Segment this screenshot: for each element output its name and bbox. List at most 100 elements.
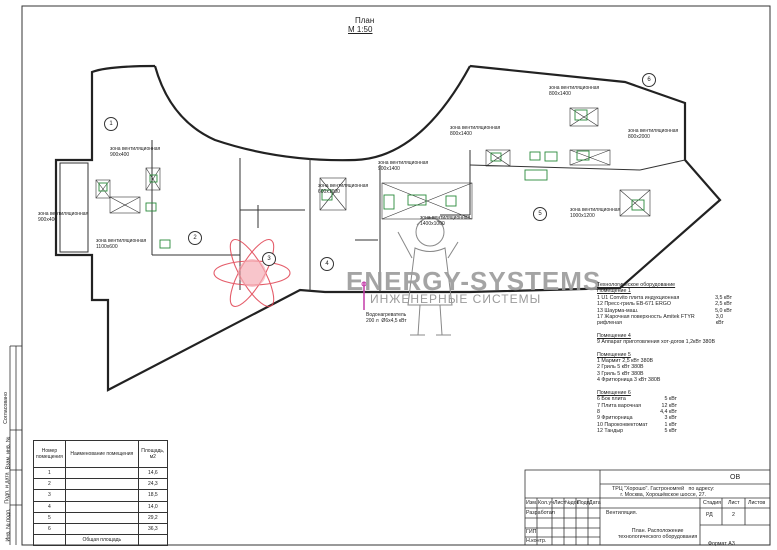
brand-subtitle: ИНЖЕНЕРНЫЕ СИСТЕМЫ (370, 292, 542, 306)
item-value: 5 кВт (664, 396, 677, 403)
stamp-col: Подп. (577, 500, 592, 506)
group-title: Помещение 5 (597, 351, 631, 358)
equipment-item: 1 Мармит 2,5 кВт 380В (597, 358, 654, 365)
stamp-gip: ГИП (526, 529, 537, 535)
equipment-title: Технологическое оборудование (597, 282, 676, 288)
zone-label: зона вентиляционная 600х1000 (318, 183, 369, 196)
item-label: 6 Бок плита (597, 396, 626, 403)
zone-label: зона вентиляционная 900х400 (38, 211, 89, 224)
stamp-sheet-title: План. Расположение технологического обор… (618, 528, 698, 540)
zone-label: зона вентиляционная 1000х1200 (570, 207, 621, 220)
plan-title: План (355, 16, 375, 25)
cell-area: 36,3 (137, 522, 168, 536)
item-label: 10 Пароконвектомат (597, 421, 648, 428)
item-label: 9 Фритюрница (597, 415, 633, 422)
item-value: 4,4 кВт (660, 408, 677, 415)
stamp-stage: РД (706, 512, 713, 518)
zone-label: зона вентиляционная 900х400 (110, 146, 161, 159)
stamp-format: Формат А3 (708, 541, 735, 547)
stamp-col: Лист (554, 500, 566, 506)
zone-label: зона вентиляционная 900х1400 (378, 160, 429, 173)
item-label: 12 Пресс-гриль EB-671 ERGO (597, 301, 672, 308)
cell-area: 14,6 (137, 466, 168, 480)
zone-label: зона вентиляционная 1100х600 (96, 238, 147, 251)
equipment-group: Помещение 6 6 Бок плита 5 кВт 7 Плита вар… (597, 390, 732, 435)
item-label: 13 Шаурма-маш. (597, 307, 639, 314)
table-header-row: Номер помещения Наименование помещения П… (33, 440, 168, 468)
item-label: 8 (597, 408, 600, 415)
equipment-item: 13 Шаурма-маш. 5,0 кВт (597, 308, 732, 314)
cell-num: 5 (33, 511, 66, 524)
stamp-stage-label: Стадия (703, 500, 722, 506)
stamp-col: Дата (589, 500, 601, 506)
item-value: 3,0 кВт (715, 314, 724, 327)
stamp-check: Н.контр. (526, 538, 547, 544)
side-label: Подп. и дата (4, 472, 11, 504)
header-room-number: Номер помещения (33, 440, 66, 468)
equipment-group: Помещение 5 1 Мармит 2,5 кВт 380В 2 Грил… (597, 352, 732, 384)
stamp-section: Вентиляция. (606, 510, 638, 516)
water-heater-label: Водонагреватель 200 л Ø6х4,5 кВт (366, 312, 407, 325)
room-number: 3 (262, 252, 276, 266)
zone-label: зона вентиляционная 800х1400 (450, 125, 501, 138)
cell-num: 1 (33, 466, 66, 480)
item-label: 12 Тандыр (597, 428, 624, 435)
stamp-col: Кол.уч (538, 500, 554, 506)
equipment-item: 3 Гриль 5 кВт 380В (597, 370, 644, 377)
cell-num (33, 534, 66, 547)
group-title: Помещение 6 (597, 389, 631, 396)
cell-name (64, 511, 139, 524)
cell-name (64, 478, 139, 491)
item-value: 3,5 кВт (715, 294, 732, 301)
cell-name (64, 522, 139, 536)
stamp-sheet: 2 (732, 512, 735, 518)
equipment-item: 6 Бок плита 5 кВт (597, 396, 677, 402)
equipment-item: 9 Фритюрница 3 кВт (597, 415, 677, 421)
item-value: 5 кВт (664, 428, 677, 435)
item-value: 12 кВт (661, 402, 677, 409)
item-value: 3 кВт (664, 415, 677, 422)
cell-total-label: Общая площадь (64, 534, 139, 547)
room-number: 1 (104, 117, 118, 131)
equipment-item: 8 4,4 кВт (597, 409, 677, 415)
room-area-table: Номер помещения Наименование помещения П… (33, 440, 168, 547)
stamp-sheet-label: Лист (728, 500, 740, 506)
equipment-item: 4 Фритюрница 3 кВт 380В (597, 377, 661, 384)
equipment-item: 9 Аппарат приготовления хот-догов 1,2кВт… (597, 339, 715, 346)
side-label: Согласовано (2, 392, 9, 424)
group-title: Помещение 1 (597, 288, 631, 295)
zone-label: зона вентиляционная 1400х1000 (420, 215, 471, 228)
cell-area: 29,2 (137, 511, 168, 524)
equipment-list: Технологическое оборудование Помещение 1… (597, 282, 732, 435)
item-value: 2,5 кВт (715, 301, 732, 308)
room-number: 4 (320, 257, 334, 271)
header-room-area: Площадь, м2 (137, 440, 168, 468)
group-title: Помещение 4 (597, 332, 631, 339)
cell-num: 3 (33, 489, 66, 502)
table-total-row: Общая площадь (33, 534, 168, 547)
stamp-sheets-label: Листов (748, 500, 766, 506)
equipment-item: 12 Тандыр 5 кВт (597, 428, 677, 434)
equipment-item: 12 Пресс-гриль EB-671 ERGO 2,5 кВт (597, 301, 732, 307)
zone-label: зона вентиляционная 800х1400 (549, 85, 600, 98)
cell-name (64, 500, 139, 513)
cell-name (64, 466, 139, 480)
header-room-name: Наименование помещения (64, 440, 139, 468)
zone-label: зона вентиляционная 800х2000 (628, 128, 679, 141)
item-value: 5,0 кВт (715, 307, 732, 314)
side-label: Инв. № подл. (5, 508, 12, 542)
room-number: 5 (533, 207, 547, 221)
cell-num: 6 (33, 522, 66, 536)
room-number: 2 (188, 231, 202, 245)
item-label: 17 Жарочная поверхность Amitek FTYR рифл… (597, 314, 695, 327)
